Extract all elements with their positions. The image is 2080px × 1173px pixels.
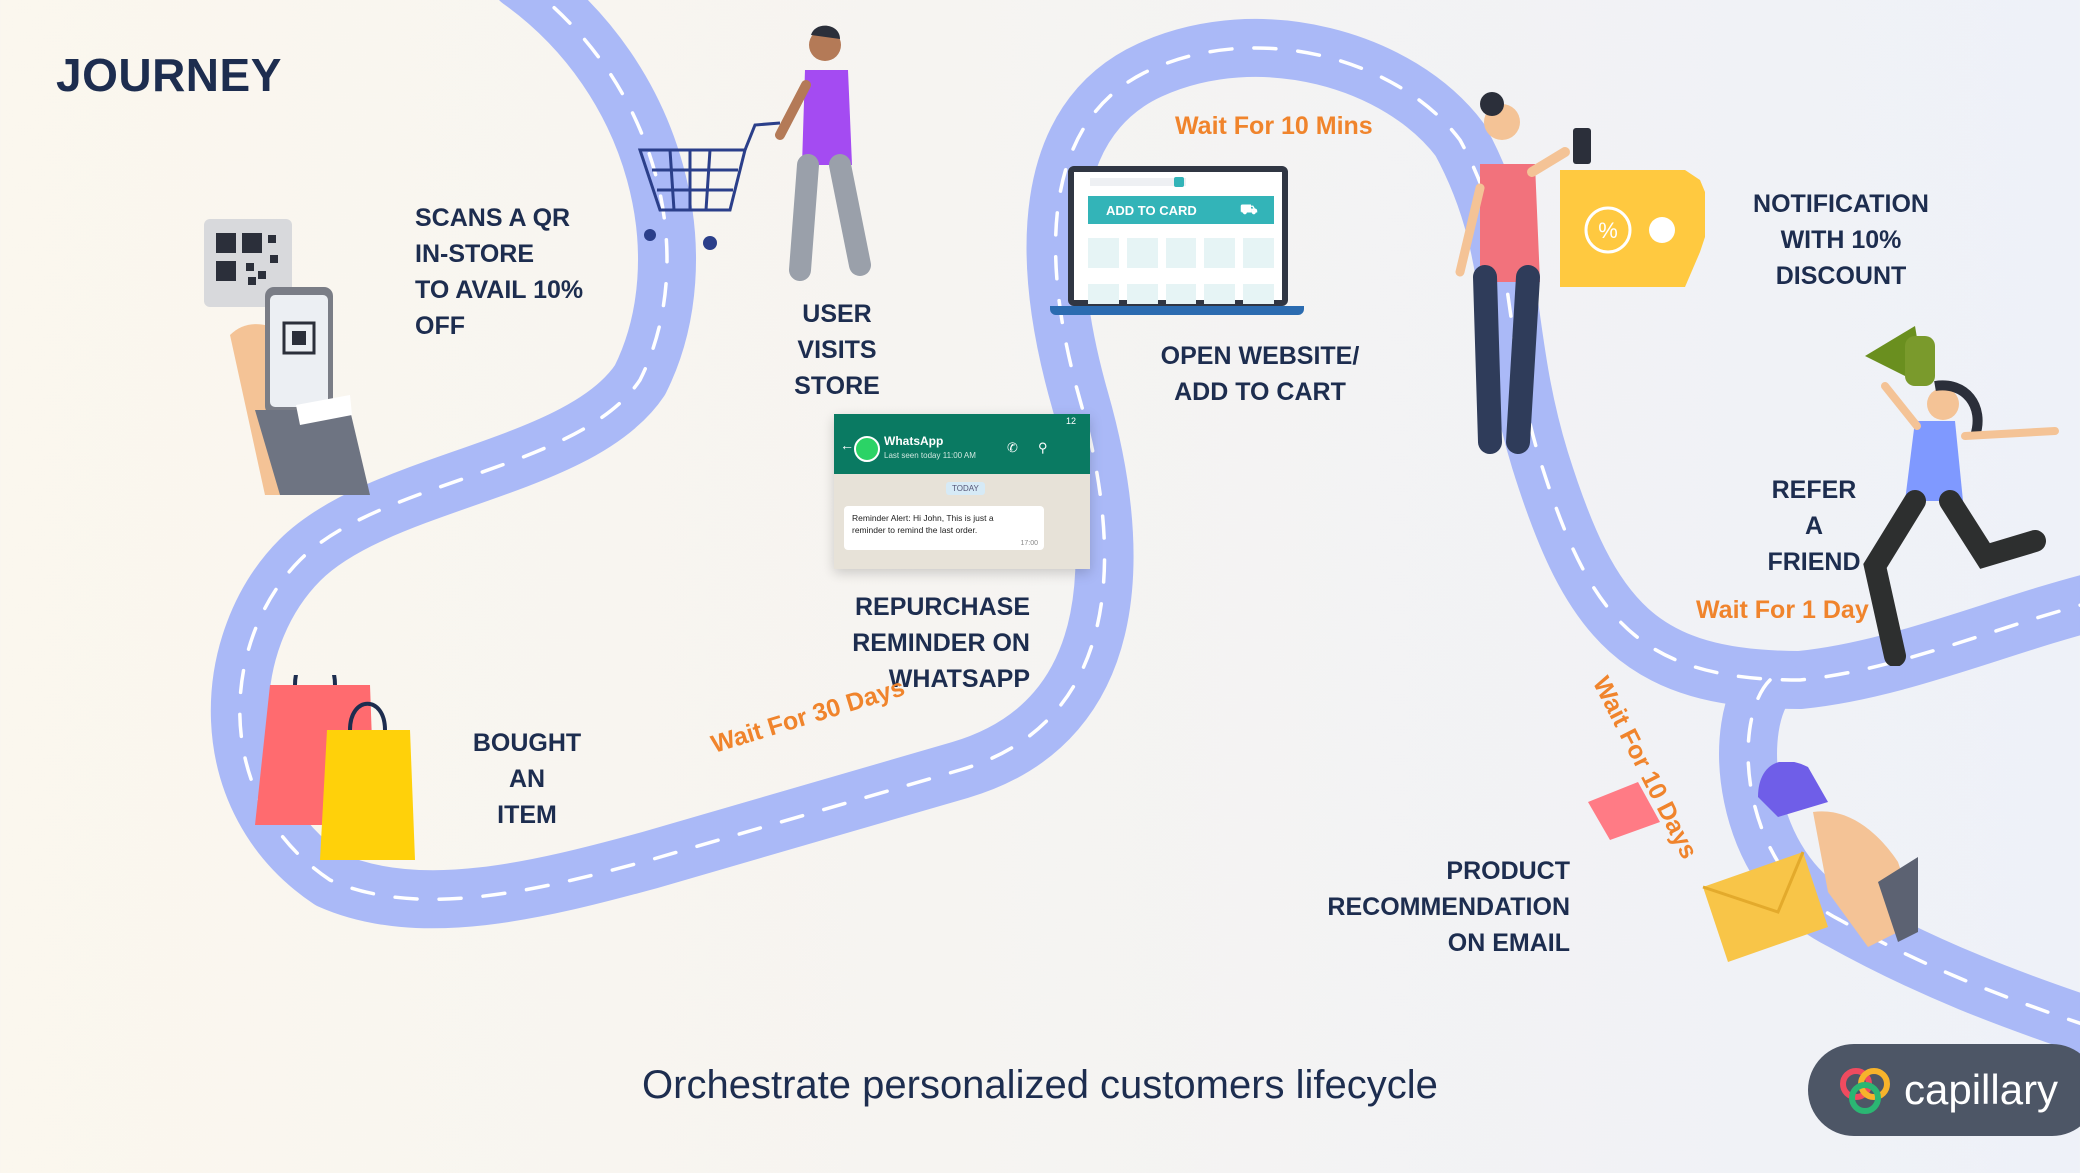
- scan-qr-illustration: [204, 219, 370, 495]
- product-headphones: [1088, 238, 1119, 268]
- laptop-illustration: ADD TO CARD ⛟: [1068, 166, 1288, 306]
- whatsapp-message-time: 17:00: [1020, 540, 1038, 547]
- whatsapp-card: ← WhatsApp Last seen today 11:00 AM ✆ ⚲ …: [834, 414, 1090, 569]
- step-product-label: PRODUCT RECOMMENDATION ON EMAIL: [1327, 857, 1570, 957]
- page-title: JOURNEY: [56, 49, 282, 101]
- laptop-base: [1050, 306, 1304, 315]
- step-scan-label: SCANS A QR IN-STORE TO AVAIL 10% OFF: [415, 204, 584, 340]
- call-icon[interactable]: ✆: [1007, 440, 1018, 455]
- step-repurchase-label: REPURCHASE REMINDER ON WHATSAPP: [852, 593, 1030, 693]
- tagline: Orchestrate personalized customers lifec…: [642, 1063, 1438, 1107]
- wait-10-mins: Wait For 10 Mins: [1175, 112, 1373, 140]
- product-watch: [1165, 238, 1197, 268]
- laptop-search-icon: [1174, 177, 1184, 187]
- add-to-card-button[interactable]: ADD TO CARD ⛟: [1088, 196, 1274, 224]
- product-bottle: [1204, 238, 1236, 268]
- whatsapp-app-name: WhatsApp: [884, 434, 944, 448]
- whatsapp-message-text: Reminder Alert: Hi John, This is just a …: [852, 513, 994, 535]
- add-to-card-label: ADD TO CARD: [1106, 203, 1197, 218]
- step-refer-label: REFER A FRIEND: [1767, 476, 1861, 576]
- refer-friend-illustration: [1863, 326, 2059, 666]
- product-row-2: [1088, 284, 1274, 304]
- coupon-percent: %: [1598, 218, 1618, 243]
- step-bought-label: BOUGHT AN ITEM: [472, 729, 582, 829]
- status-clock: 12: [1066, 416, 1077, 426]
- whatsapp-last-seen: Last seen today 11:00 AM: [884, 451, 976, 460]
- cart-icon: ⛟: [1240, 201, 1258, 217]
- capillary-logo-icon: [1840, 1068, 1890, 1114]
- product-shirt: [1243, 238, 1274, 268]
- attach-icon[interactable]: ⚲: [1038, 440, 1048, 455]
- whatsapp-logo-icon: [854, 436, 880, 462]
- email-hand-illustration: [1588, 762, 1918, 962]
- product-grid: [1088, 238, 1274, 268]
- shopping-bags-illustration: [255, 675, 415, 860]
- step-website-label: OPEN WEBSITE/ ADD TO CART: [1160, 342, 1360, 406]
- product-bag: [1126, 238, 1158, 268]
- step-notification-label: NOTIFICATION WITH 10% DISCOUNT: [1753, 190, 1929, 290]
- wait-1-day: Wait For 1 Day: [1696, 596, 1869, 624]
- day-chip: TODAY: [946, 482, 985, 495]
- back-arrow-icon: ←: [840, 437, 854, 453]
- shopper-cart-illustration: [637, 25, 871, 281]
- whatsapp-message-bubble: Reminder Alert: Hi John, This is just a …: [844, 506, 1044, 550]
- brand-name: capillary: [1904, 1066, 2059, 1113]
- whatsapp-header: ← WhatsApp Last seen today 11:00 AM ✆ ⚲ …: [834, 414, 1090, 474]
- woman-phone-illustration: %: [1455, 92, 1705, 454]
- laptop-search-bar: [1090, 178, 1186, 186]
- step-visit-label: USER VISITS STORE: [794, 300, 880, 400]
- brand-badge: capillary: [1808, 1044, 2080, 1136]
